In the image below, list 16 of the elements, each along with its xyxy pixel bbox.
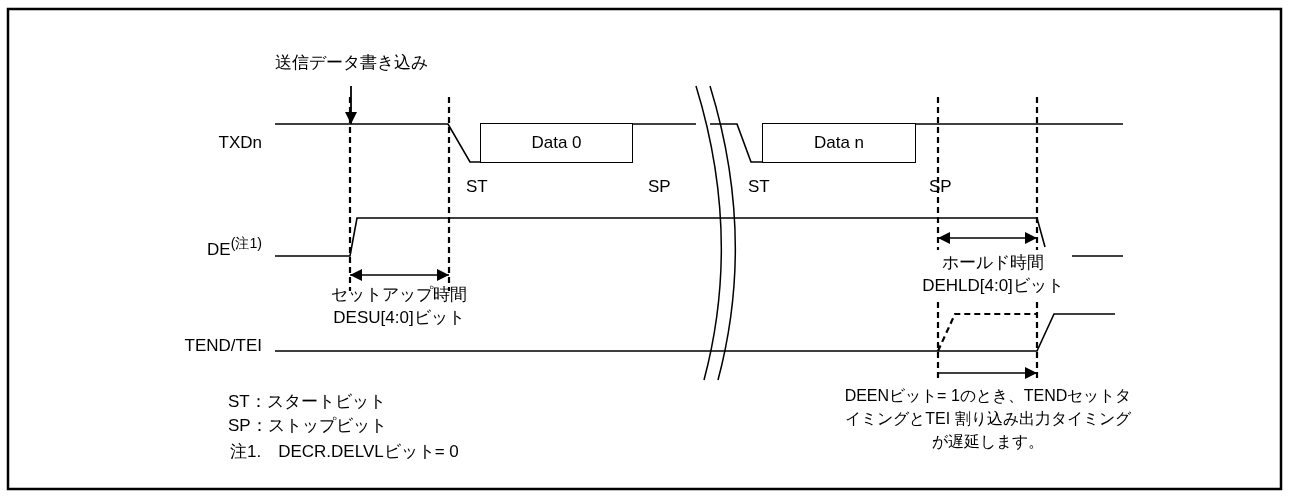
legend-text: ST：スタートビット: [228, 391, 386, 413]
note-text: DEENビット= 1のとき、TENDセットタイミングとTEI 割り込み出力タイミングが遅延します。: [843, 386, 1133, 452]
annotation-text: 送信データ書き込み: [255, 50, 447, 74]
time-label: ホールド時間 DEHLD[4:0]ビット: [921, 252, 1065, 297]
signal-name: DE$^{(注1)}$: [207, 234, 262, 261]
legend-text: SP：ストップビット: [228, 415, 387, 437]
arrow: [345, 85, 357, 125]
note-text: 注1. DECR.DELVLビット= 0: [230, 441, 459, 463]
time-label: セットアップ時間 DESU[4:0]ビット: [330, 284, 468, 329]
bit-label: SP: [648, 176, 671, 198]
bit-label: ST: [748, 176, 770, 198]
bit-label: ST: [466, 176, 488, 198]
data-frame-box: Data n: [762, 123, 916, 163]
signal-name: TEND/TEI: [184, 335, 262, 357]
signal-name: TXDn: [218, 132, 262, 154]
data-frame-box: Data 0: [480, 123, 633, 163]
